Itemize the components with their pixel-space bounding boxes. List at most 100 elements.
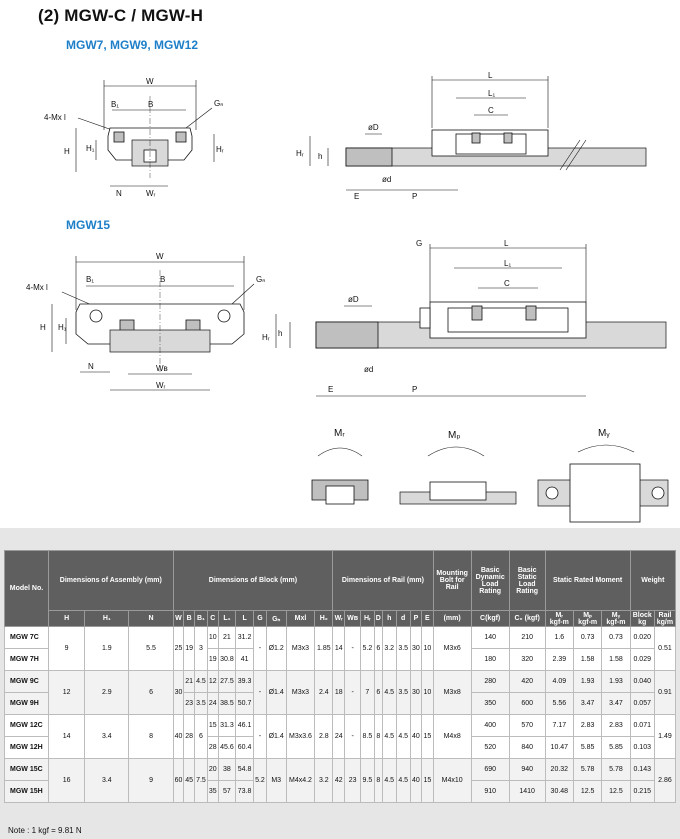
cell-model: MGW 12H — [4, 736, 49, 759]
cell-block-weight: 0.040 — [629, 670, 655, 693]
label-mxl-large: 4-Mx l — [26, 283, 48, 292]
cell-MP: 5.85 — [572, 736, 603, 759]
cell-E: 15 — [421, 758, 434, 803]
label-H1-large: H₁ — [58, 323, 67, 332]
label-H-large: H — [40, 323, 46, 332]
cell-dynamic-load: 910 — [470, 780, 510, 803]
cell-model: MGW 7C — [4, 626, 49, 649]
cell-W: 25 — [172, 626, 185, 671]
cell-H: 9 — [47, 626, 86, 671]
cell-G: - — [252, 670, 267, 715]
page-title: (2) MGW-C / MGW-H — [38, 6, 204, 25]
header-assembly: Dimensions of Assembly (mm) — [48, 550, 174, 611]
cell-model: MGW 15H — [4, 780, 49, 803]
label-N-large: N — [88, 362, 94, 371]
cell-static-load: 420 — [508, 670, 546, 693]
cell-P: 30 — [409, 626, 423, 671]
label-B-large: B — [160, 275, 165, 284]
label-h-large: h — [278, 329, 282, 338]
cell-rail-weight: 1.49 — [653, 714, 677, 759]
header-moment: Static Rated Moment — [544, 550, 631, 611]
moment-my-diagram: Mᵧ — [537, 428, 669, 523]
cell-L1: 31.3 — [217, 714, 237, 737]
cell-B: 19 — [183, 626, 195, 671]
cell-MR: 30.48 — [544, 780, 574, 803]
cell-Hr: 5.2 — [359, 626, 375, 671]
cell-block-weight: 0.143 — [629, 758, 655, 781]
cell-Wr: 18 — [332, 670, 346, 715]
moment-mp-diagram: Mₚ — [399, 430, 517, 505]
cell-C: 12 — [206, 670, 219, 693]
cell-MY: 0.73 — [601, 626, 631, 649]
sub-h: h — [381, 610, 397, 627]
sub-D: D — [373, 610, 383, 627]
subtitle-small-series: MGW7, MGW9, MGW12 — [66, 38, 198, 52]
cell-Mxl: M3x3.6 — [285, 714, 316, 759]
cell-L: 46.1 — [235, 714, 254, 737]
cell-bolt: M4x10 — [432, 758, 472, 803]
sub-L: L — [235, 610, 254, 627]
cell-MP: 5.78 — [572, 758, 603, 781]
cell-bolt: M3x8 — [432, 670, 472, 715]
label-C: C — [488, 106, 494, 115]
cell-D: 6 — [373, 626, 383, 671]
label-W-large: W — [156, 252, 164, 261]
cell-G: 5.2 — [252, 758, 267, 803]
cell-P: 30 — [409, 670, 423, 715]
sub-Hr: Hᵣ — [359, 610, 375, 627]
cell-L: 31.2 — [235, 626, 254, 649]
label-Wr-large: Wᵣ — [156, 381, 166, 390]
unit-MP: kgf-m — [578, 619, 598, 626]
small-side-view: L L₁ C øD h Hᵣ ød E P — [296, 71, 647, 201]
label-P-large: P — [412, 385, 417, 394]
cell-P: 40 — [409, 758, 423, 803]
cell-L: 60.4 — [235, 736, 254, 759]
cell-dynamic-load: 520 — [470, 736, 510, 759]
unit-block: kg — [638, 618, 647, 626]
cell-H: 14 — [47, 714, 86, 759]
label-HR-small: Hᵣ — [216, 145, 224, 154]
label-E-large: E — [328, 385, 333, 394]
cell-C: 28 — [206, 736, 219, 759]
sub-G: G — [252, 610, 267, 627]
label-G: G — [416, 239, 422, 248]
cell-h: 4.5 — [381, 758, 397, 803]
cell-MR: 20.32 — [544, 758, 574, 781]
label-B: B — [148, 100, 153, 109]
label-HR-large: Hᵣ — [262, 333, 270, 342]
label-B1-large: B₁ — [86, 275, 94, 284]
cell-Wb: - — [344, 670, 361, 715]
cell-B: 28 — [183, 714, 195, 759]
cell-B1: 3.5 — [193, 692, 208, 715]
cell-MR: 2.39 — [544, 648, 574, 671]
label-N: N — [116, 189, 122, 198]
cell-Hr: 9.5 — [359, 758, 375, 803]
small-front-view: W B₁ B Gₙ 4-Mx l H H₁ Hᵣ N Wᵣ — [44, 77, 224, 198]
cell-model: MGW 7H — [4, 648, 49, 671]
cell-D: 8 — [373, 758, 383, 803]
cell-Wr: 24 — [332, 714, 346, 759]
sub-block-label: Block — [632, 611, 652, 619]
cell-Wb: 23 — [344, 758, 361, 803]
cell-H1: 2.9 — [84, 670, 130, 715]
cell-MR: 10.47 — [544, 736, 574, 759]
label-W: W — [146, 77, 154, 86]
cell-B1: 4.5 — [193, 670, 208, 693]
sub-N: N — [128, 610, 174, 627]
cell-W: 40 — [172, 714, 185, 759]
cell-MY: 2.83 — [601, 714, 631, 737]
cell-block-weight: 0.103 — [629, 736, 655, 759]
label-C-large: C — [504, 279, 510, 288]
header-dyn: Basic Dynamic Load Rating — [470, 550, 510, 611]
cell-B: 23 — [183, 692, 195, 715]
sub-C0-kgf: C₀ (kgf) — [508, 610, 546, 627]
cell-h: 4.5 — [381, 714, 397, 759]
label-d-small: ød — [382, 175, 391, 184]
header-block: Dimensions of Block (mm) — [172, 550, 334, 611]
cell-H2: 3.2 — [314, 758, 334, 803]
cell-model: MGW 12C — [4, 714, 49, 737]
